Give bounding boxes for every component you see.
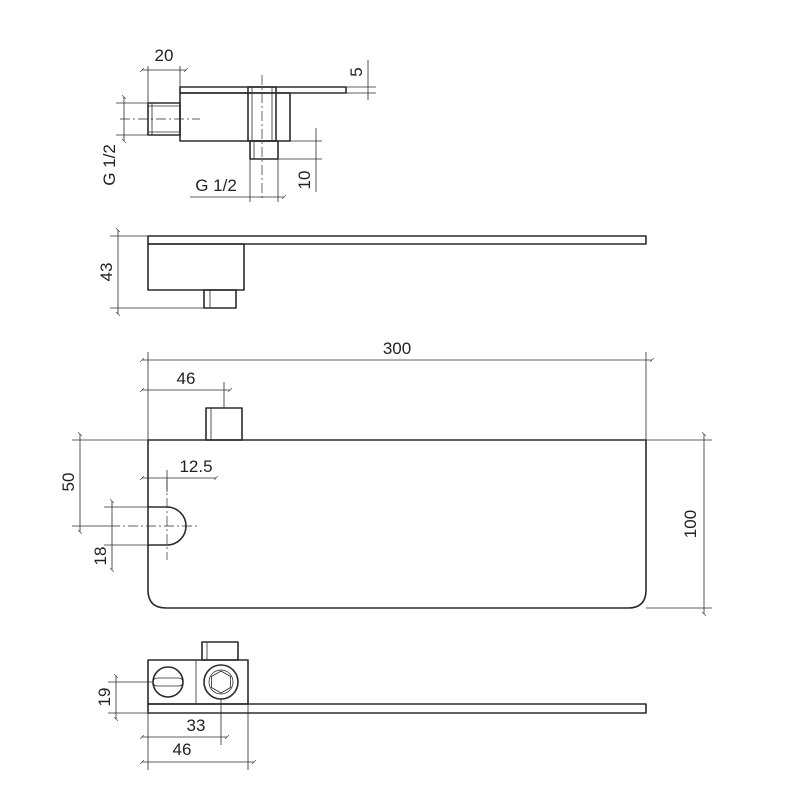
dim-front-offset: 46 (177, 369, 196, 388)
dim-front-length: 300 (383, 339, 411, 358)
dim-top-left-thread: G 1/2 (100, 144, 119, 186)
top-view-bottom-spigot (249, 140, 279, 160)
dim-front-hole: 12.5 (179, 457, 212, 476)
front-view: 300 46 12.5 50 18 100 (59, 339, 712, 617)
front-view-plate (147, 439, 647, 609)
dim-front-height: 100 (681, 510, 700, 538)
dim-front-slot: 18 (91, 547, 110, 566)
hex-socket-icon (211, 670, 231, 694)
side-view-plate (147, 235, 647, 245)
side-view-spigot (203, 289, 237, 309)
dim-top-bottom-thread: G 1/2 (195, 176, 237, 195)
end-view-spigot (201, 641, 239, 661)
dim-top-width: 20 (155, 46, 174, 65)
dim-end-width: 46 (173, 740, 192, 759)
top-view: 20 5 G 1/2 G 1/2 10 (100, 46, 376, 202)
side-view-body (147, 243, 245, 291)
dim-top-gap: 5 (347, 67, 366, 76)
dim-front-vertical: 50 (59, 473, 78, 492)
end-view-slot (152, 677, 184, 687)
dim-end-height: 19 (95, 688, 114, 707)
top-view-body (179, 92, 291, 142)
top-view-plate (179, 86, 347, 94)
side-view: 43 (97, 227, 647, 317)
end-view: 19 33 46 (95, 641, 647, 770)
dim-top-height: 10 (295, 171, 314, 190)
end-view-slot-hole (152, 666, 184, 698)
dim-side-height: 43 (97, 263, 116, 282)
end-view-plate (147, 703, 647, 714)
dim-end-hole-center: 33 (187, 716, 206, 735)
